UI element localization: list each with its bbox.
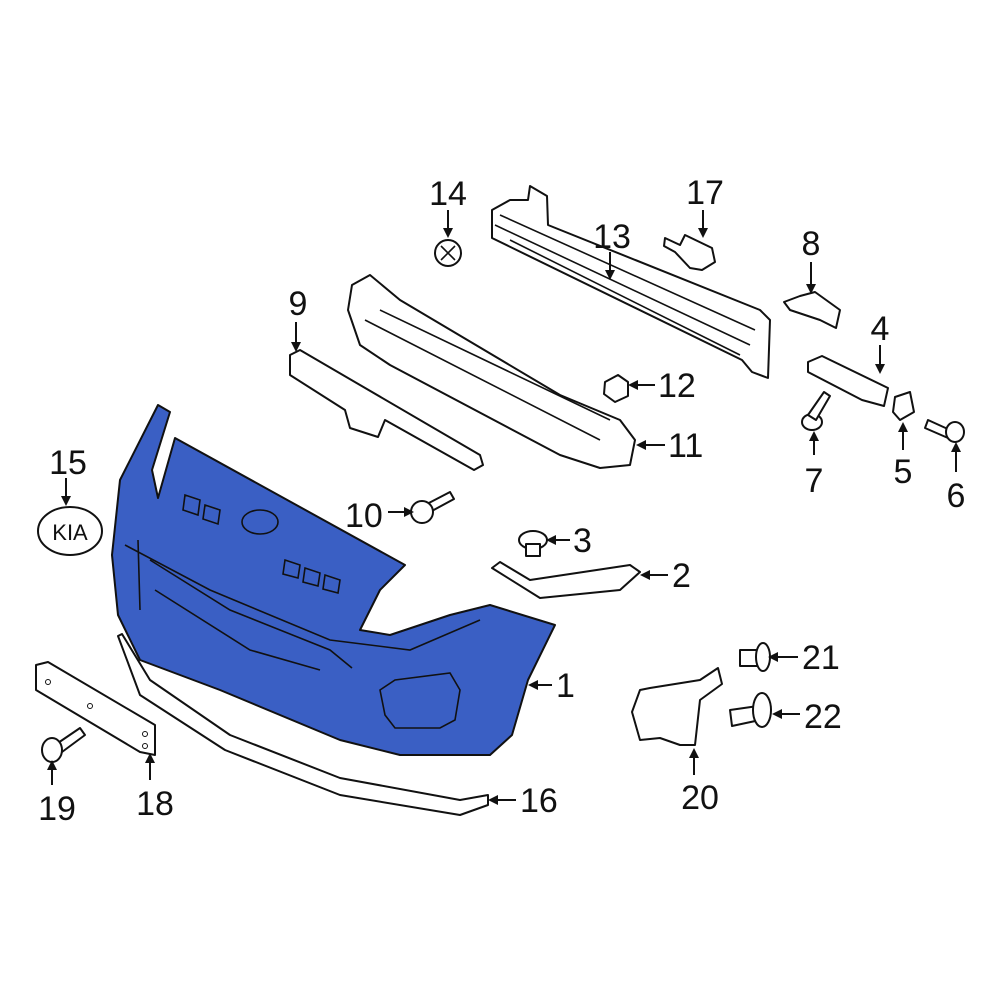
part-8-bracket[interactable] [783,291,841,329]
part-19-screw[interactable] [41,727,86,763]
part-12-clip[interactable] [603,374,629,403]
callout-5: 5 [894,453,913,491]
callout-13: 13 [593,218,631,256]
part-6-screw[interactable] [924,419,965,443]
callout-4: 4 [871,310,890,348]
callout-10: 10 [345,497,383,535]
part-18-bracket[interactable] [35,661,156,756]
callout-8: 8 [802,225,821,263]
part-2-bracket[interactable] [491,561,641,599]
part-10-bolt[interactable] [410,491,455,524]
callout-6: 6 [947,477,966,515]
callout-14: 14 [429,175,467,213]
callout-17: 17 [686,174,724,212]
callout-15: 15 [49,444,87,482]
callout-20: 20 [681,779,719,817]
callout-arrows [47,210,961,805]
callout-18: 18 [136,785,174,823]
callout-11: 11 [668,427,703,465]
callout-9: 9 [289,285,308,323]
part-17-sensor[interactable] [663,234,716,271]
callout-21: 21 [802,639,840,677]
callout-labels: 1 2 3 4 5 6 7 8 9 10 11 12 13 14 15 16 1… [38,174,965,828]
part-22-screw[interactable] [729,692,772,728]
callout-19: 19 [38,790,76,828]
callout-16: 16 [520,782,558,820]
callout-7: 7 [805,462,824,500]
callout-2: 2 [672,557,691,595]
callout-3: 3 [573,522,592,560]
callout-22: 22 [804,698,842,736]
part-20-bracket[interactable] [631,667,723,746]
part-15-emblem[interactable]: KIA [37,506,103,556]
part-13-impact-beam[interactable] [491,185,771,379]
callout-12: 12 [658,367,696,405]
part-21-bolt[interactable] [739,642,771,672]
part-4-bracket[interactable] [807,355,889,407]
part-11-energy-absorber[interactable] [347,274,636,469]
callout-1: 1 [556,667,575,705]
part-3-clip[interactable] [518,530,548,557]
emblem-text: KIA [52,520,88,545]
part-1-bumper-cover[interactable] [111,404,556,756]
part-5-clip[interactable] [892,391,915,421]
part-7-screw[interactable] [801,391,831,431]
part-9-bracket[interactable] [289,349,484,471]
part-14-cap[interactable] [434,239,462,267]
